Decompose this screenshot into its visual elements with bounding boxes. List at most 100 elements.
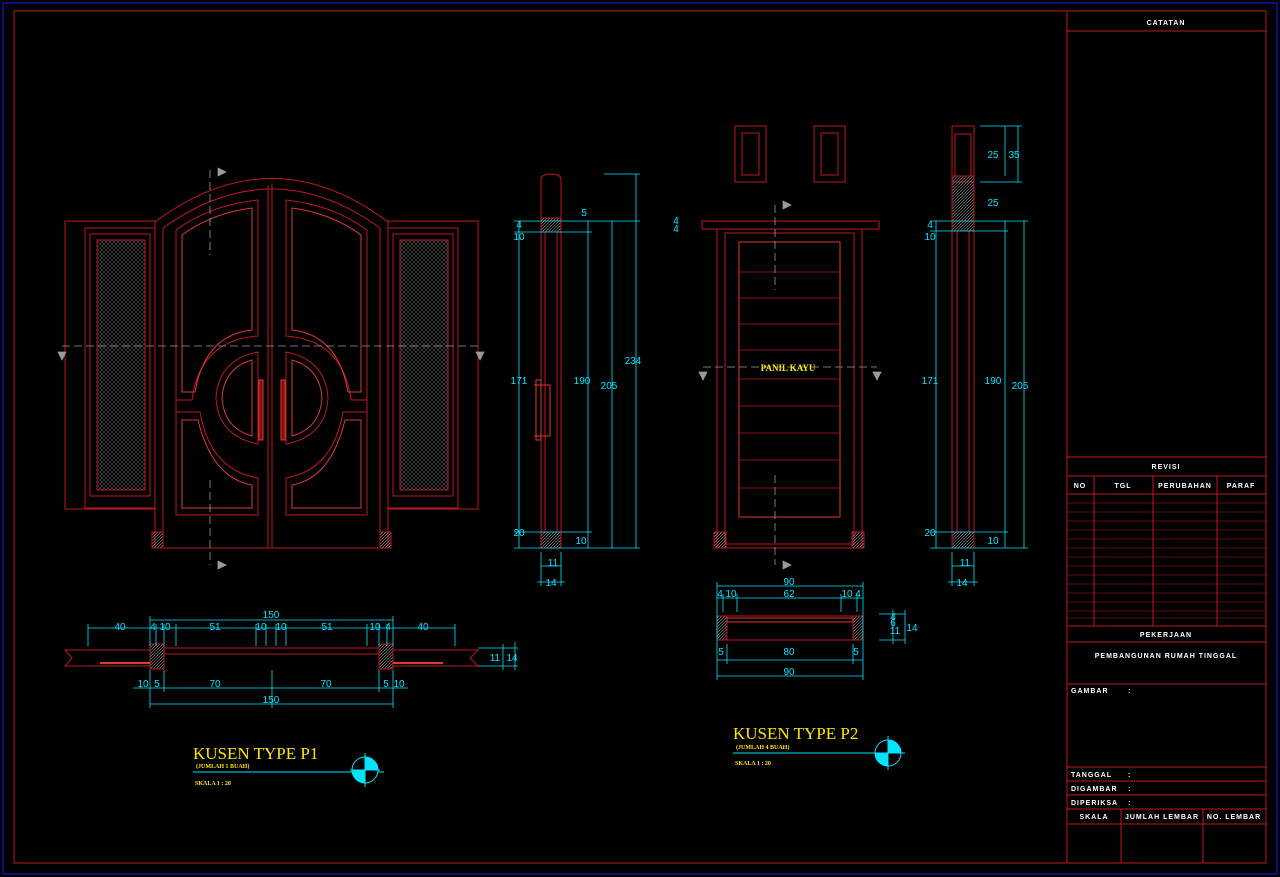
dim-p1s-a: 5 <box>581 208 587 219</box>
dim-p2-g: 4 <box>890 612 896 623</box>
p2-north-symbol <box>873 736 903 770</box>
p1-plan-view <box>63 643 480 670</box>
revision-col-change: PERUBAHAN <box>1158 483 1212 490</box>
dim-p1-overall-bottom: 150 <box>263 695 280 706</box>
revision-col-initial: PARAF <box>1227 483 1256 490</box>
p1-title: KUSEN TYPE P1 <box>193 744 318 763</box>
dim-p1-b: 10 <box>159 622 171 633</box>
drawn-colon: : <box>1128 786 1131 793</box>
revision-header: REVISI <box>1152 464 1181 471</box>
dim-p1-h: 5 <box>154 679 160 690</box>
dim-p1-depth-outer: 14 <box>506 653 518 664</box>
p2-section-view <box>951 125 975 549</box>
dim-p2-h: 6 <box>890 618 896 629</box>
dim-p2-e: 5 <box>718 647 724 658</box>
dim-p2s-sill: 10 <box>987 536 999 547</box>
dim-p2-depth-inner: 11 <box>890 626 901 637</box>
drawing-label: GAMBAR <box>1071 688 1109 695</box>
dim-p1-leaf-left: 51 <box>209 622 221 633</box>
dim-p2-opening: 80 <box>783 647 795 658</box>
p2-elevation-dimension-labels: 4 4 <box>673 216 679 235</box>
p1-scale: SKALA 1 : 20 <box>195 781 231 787</box>
dim-p1-leaf-right: 51 <box>321 622 333 633</box>
p2-title: KUSEN TYPE P2 <box>733 724 858 743</box>
p1-elevation <box>64 178 479 549</box>
dim-p1-j: 10 <box>393 679 405 690</box>
panel-label: PANIL KAYU <box>761 363 816 373</box>
project-header: PEKERJAAN <box>1140 632 1192 639</box>
dim-p2-b: 10 <box>725 589 737 600</box>
p2-title-group: KUSEN TYPE P2 (JUMLAH 4 BUAH) SKALA 1 : … <box>733 724 905 770</box>
p1-subtitle: (JUMLAH 1 BUAH) <box>196 763 249 770</box>
checked-label: DIPERIKSA <box>1071 800 1118 807</box>
dim-p1s-205: 205 <box>601 381 618 392</box>
drawn-label: DIGAMBAR <box>1071 786 1118 793</box>
dim-p2-c: 10 <box>841 589 853 600</box>
dim-p2s-205: 205 <box>1012 381 1029 392</box>
dim-p2s-leaf: 171 <box>922 376 939 387</box>
p1-section-dimension-labels: 5 4 10 171 190 205 234 20 10 11 14 <box>511 208 642 589</box>
dim-p1-i: 5 <box>383 679 389 690</box>
dim-p1-g: 10 <box>137 679 149 690</box>
right-sidelight-glass <box>399 239 449 491</box>
dim-p2s-190: 190 <box>985 376 1002 387</box>
dim-p1s-leaf: 171 <box>511 376 528 387</box>
notes-header: CATATAN <box>1147 20 1186 27</box>
p1-section-markers <box>57 167 485 570</box>
dim-p1-depth-inner: 11 <box>490 653 501 664</box>
left-handle <box>258 379 264 441</box>
p1-north-symbol <box>350 753 380 787</box>
date-label: TANGGAL <box>1071 772 1112 779</box>
revision-col-date: TGL <box>1115 483 1132 490</box>
p1-title-group: KUSEN TYPE P1 (JUMLAH 1 BUAH) SKALA 1 : … <box>193 744 384 787</box>
dim-p2-a: 4 <box>717 589 723 600</box>
dimension-lines <box>87 125 1028 708</box>
dim-p1-overall-top: 150 <box>263 610 280 621</box>
dim-p2s-c: 4 <box>927 220 933 231</box>
dim-p2e-a: 4 <box>673 216 679 227</box>
dim-p1s-c: 10 <box>513 232 525 243</box>
dim-p1-sidelight-right: 40 <box>417 622 429 633</box>
dim-p1-half-left: 70 <box>209 679 221 690</box>
dim-p1-c: 10 <box>255 622 267 633</box>
date-colon: : <box>1128 772 1131 779</box>
revision-col-no: NO <box>1074 483 1087 490</box>
dim-p1s-depth-inner: 11 <box>548 558 559 569</box>
p2-scale: SKALA 1 : 20 <box>735 761 771 767</box>
dim-p1s-sill: 10 <box>575 536 587 547</box>
dim-p1s-depth-outer: 14 <box>545 578 557 589</box>
dim-p1-e: 10 <box>369 622 381 633</box>
dim-p2-overall-top: 90 <box>783 577 795 588</box>
p2-plan-dimension-labels: 90 4 10 62 10 4 5 80 5 90 4 6 11 14 <box>717 577 918 678</box>
dim-p2-f: 5 <box>853 647 859 658</box>
p1-plan-dimension-labels: 150 40 4 10 51 10 10 51 10 4 40 10 5 70 … <box>114 610 518 706</box>
dim-p2s-d: 10 <box>924 232 936 243</box>
dim-p1-d: 10 <box>275 622 287 633</box>
dim-p2s-vent: 25 <box>987 150 999 161</box>
p2-plan-view <box>716 615 864 641</box>
project-name: PEMBANGUNAN RUMAH TINGGAL <box>1095 653 1237 660</box>
left-sidelight-glass <box>96 239 146 491</box>
dim-p2s-depth-inner: 11 <box>960 558 971 569</box>
dim-p2-overall-bottom: 90 <box>783 667 795 678</box>
dim-p2-depth-outer: 14 <box>906 623 918 634</box>
footer-col-sheet-count: JUMLAH LEMBAR <box>1125 814 1199 821</box>
dim-p1-half-right: 70 <box>320 679 332 690</box>
sheet-inner-border <box>13 10 1267 864</box>
footer-col-scale: SKALA <box>1079 814 1108 821</box>
p2-elevation <box>701 125 880 549</box>
dim-p2s-block: 25 <box>987 198 999 209</box>
checked-colon: : <box>1128 800 1131 807</box>
dim-p1-f: 4 <box>385 622 391 633</box>
right-handle <box>280 379 286 441</box>
drawing-colon: : <box>1128 688 1131 695</box>
p2-subtitle: (JUMLAH 4 BUAH) <box>736 744 789 751</box>
dim-p1-sidelight-left: 40 <box>114 622 126 633</box>
dim-p2s-bottom: 20 <box>924 528 936 539</box>
dim-p2e-b: 4 <box>673 224 679 235</box>
dim-p1s-b: 4 <box>516 220 522 231</box>
dim-p2-d: 4 <box>855 589 861 600</box>
p2-section-dimension-labels: 25 35 25 4 10 171 190 205 20 10 11 14 <box>922 150 1029 589</box>
